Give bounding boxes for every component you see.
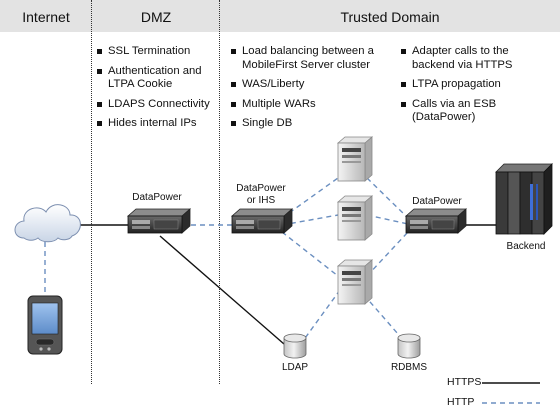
node-label-datapower-esb: DataPower	[412, 196, 462, 207]
zone-divider-internet-dmz	[91, 0, 92, 384]
appliance-icon-esb	[404, 208, 468, 234]
node-label-datapower-dmz: DataPower	[132, 192, 182, 203]
list-item: Hides internal IPs	[96, 117, 216, 131]
zone-divider-dmz-trusted	[219, 0, 220, 384]
list-item: Multiple WARs	[230, 98, 385, 112]
list-item: LDAPS Connectivity	[96, 98, 216, 112]
adapter-bullet-list: Adapter calls to the backend via HTTPS L…	[400, 45, 552, 131]
https-link-dmz-ldap	[159, 235, 285, 345]
zone-header	[0, 0, 560, 32]
http-link-server-bottom-rdbms	[363, 294, 406, 343]
appliance-icon-ihs	[230, 208, 294, 234]
cloud-icon	[14, 204, 81, 243]
legend-label-https: HTTPS	[447, 376, 482, 388]
list-item: Single DB	[230, 117, 385, 131]
http-link-server-bottom-ldap	[299, 289, 341, 346]
zone-title-internet: Internet	[22, 9, 70, 25]
http-link-ihs-server-bottom	[281, 231, 339, 277]
database-icon-ldap	[283, 333, 307, 359]
list-item: Calls via an ESB (DataPower)	[400, 98, 552, 125]
list-item: Authentication and LTPA Cookie	[96, 65, 216, 92]
http-link-server-top-esb	[366, 177, 409, 219]
server-tower-icon-bottom	[336, 259, 374, 305]
list-item: Adapter calls to the backend via HTTPS	[400, 45, 552, 72]
list-item: Load balancing between a MobileFirst Ser…	[230, 45, 385, 72]
list-item: LTPA propagation	[400, 78, 552, 92]
mobile-device-icon	[27, 295, 63, 355]
node-label-ldap: LDAP	[281, 362, 309, 373]
http-link-server-mid-esb	[366, 214, 409, 225]
legend-label-http: HTTP	[447, 396, 475, 408]
list-item: SSL Termination	[96, 45, 216, 59]
dmz-bullet-list: SSL Termination Authentication and LTPA …	[96, 45, 216, 137]
http-link-server-bottom-esb	[366, 231, 409, 277]
appliance-icon-dmz	[126, 208, 192, 234]
node-label-datapower-ihs: DataPower or IHS	[236, 183, 286, 206]
zone-title-dmz: DMZ	[140, 9, 172, 25]
node-label-backend: Backend	[506, 241, 546, 252]
database-icon-rdbms	[397, 333, 421, 359]
trusted-bullet-list: Load balancing between a MobileFirst Ser…	[230, 45, 385, 137]
server-tower-icon-mid	[336, 195, 374, 241]
server-tower-icon-top	[336, 136, 374, 182]
mainframe-icon	[495, 163, 553, 235]
list-item: WAS/Liberty	[230, 78, 385, 92]
zone-title-trusted: Trusted Domain	[340, 9, 440, 25]
node-label-rdbms: RDBMS	[390, 362, 428, 373]
